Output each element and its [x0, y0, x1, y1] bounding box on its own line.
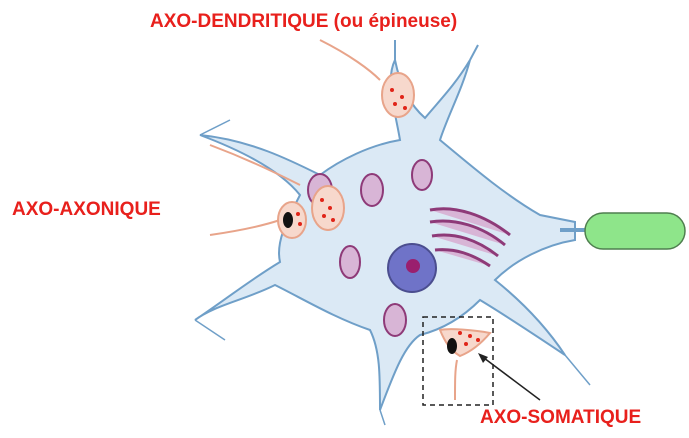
label-axo-somatique: AXO-SOMATIQUE	[480, 408, 641, 427]
axo-dendritic-terminal	[320, 40, 414, 117]
arrow-icon	[478, 353, 540, 400]
label-axo-axonique: AXO-AXONIQUE	[12, 200, 161, 219]
dendrite-branch	[200, 120, 230, 135]
nucleolus	[406, 259, 420, 273]
dendrite-branch	[470, 45, 478, 60]
axo-somatic-terminal	[440, 329, 490, 400]
dendrite-branch	[565, 355, 590, 385]
dendrite-branch	[380, 410, 385, 425]
label-axo-dendritique: AXO-DENDRITIQUE (ou épineuse)	[150, 12, 457, 31]
neuron-soma	[195, 60, 575, 410]
myelin-sheath	[585, 213, 685, 249]
dendrite-branch	[195, 320, 225, 340]
